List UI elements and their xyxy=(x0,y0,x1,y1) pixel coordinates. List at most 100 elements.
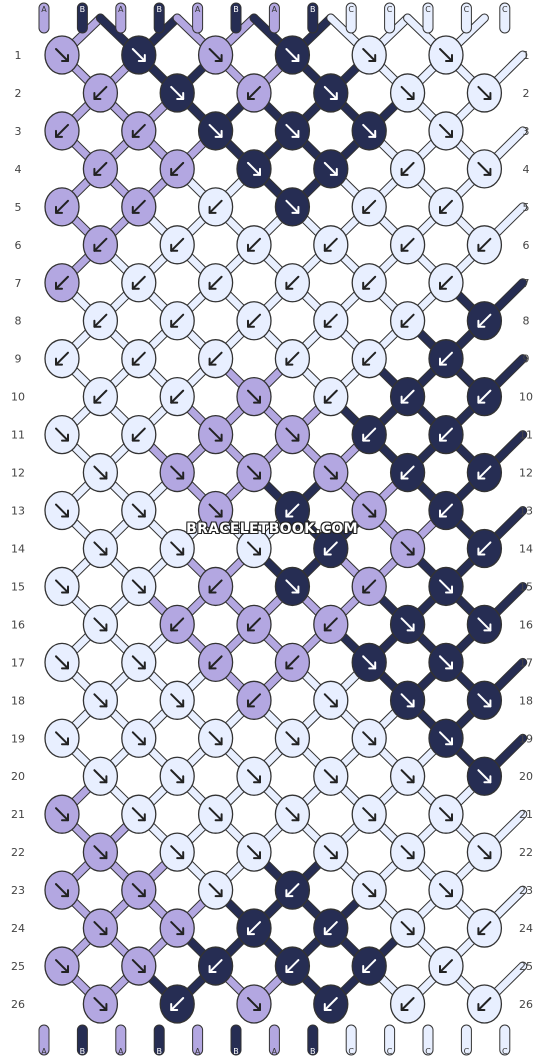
arrow-head xyxy=(291,585,300,594)
row-label-right: 4 xyxy=(523,163,530,176)
arrow-down-right-icon xyxy=(93,541,108,556)
arrow-down-right-icon xyxy=(362,883,377,898)
arrow-down-right-icon xyxy=(208,503,223,518)
arrow-head xyxy=(445,889,453,898)
knot xyxy=(274,946,311,986)
knot xyxy=(389,73,426,113)
row-label-right: 25 xyxy=(519,960,533,973)
arrow-head xyxy=(445,54,453,62)
knot xyxy=(197,111,234,151)
row-label-right: 26 xyxy=(519,998,533,1011)
knot xyxy=(197,339,234,379)
arrow-head xyxy=(483,91,492,100)
arrow-down-left-icon xyxy=(55,123,69,138)
row-label-right: 15 xyxy=(519,580,533,593)
knot xyxy=(466,73,503,113)
arrow-head xyxy=(137,585,146,594)
knot xyxy=(121,642,157,683)
arrow-down-right-icon xyxy=(131,48,146,62)
knot xyxy=(351,566,387,607)
knot xyxy=(313,680,349,720)
arrow-head xyxy=(93,243,102,252)
knot xyxy=(389,225,426,265)
knot xyxy=(159,301,195,341)
arrow-down-left-icon xyxy=(247,921,261,936)
arrow-down-right-icon xyxy=(208,883,223,898)
arrow-head xyxy=(285,281,294,290)
arrow-head xyxy=(406,851,415,860)
knot xyxy=(428,187,464,227)
arrow-head xyxy=(445,813,453,822)
bottom-string-label: C xyxy=(502,1047,508,1056)
arrow-down-left-icon xyxy=(170,161,185,176)
knot xyxy=(351,946,387,986)
arrow-down-right-icon xyxy=(93,465,108,480)
row-label-right: 1 xyxy=(523,49,530,62)
arrow-head xyxy=(445,661,453,670)
arrow-head xyxy=(61,889,69,898)
arrow-head xyxy=(170,243,179,252)
arrow-head xyxy=(400,243,409,252)
arrow-down-right-icon xyxy=(285,199,300,214)
bottom-string-label: B xyxy=(310,1047,316,1056)
arrow-down-right-icon xyxy=(477,769,492,784)
knot xyxy=(82,908,119,948)
arrow-head xyxy=(291,737,300,746)
row-label-left: 4 xyxy=(15,163,22,176)
knot xyxy=(121,566,157,607)
arrow-down-left-icon xyxy=(208,579,223,594)
arrow-head xyxy=(247,91,255,100)
arrow-head xyxy=(329,91,338,100)
knot xyxy=(44,187,80,227)
knot xyxy=(466,832,503,872)
row-label-left: 14 xyxy=(11,542,25,555)
arrow-head xyxy=(362,585,371,594)
row-label-right: 16 xyxy=(519,618,533,631)
arrow-head xyxy=(99,547,108,556)
arrow-down-right-icon xyxy=(208,123,223,138)
arrow-head xyxy=(214,129,223,138)
knot xyxy=(389,376,426,417)
arrow-head xyxy=(323,319,332,328)
knot xyxy=(159,908,195,948)
arrow-down-right-icon xyxy=(93,769,108,784)
arrow-down-right-icon xyxy=(285,731,300,746)
arrow-down-right-icon xyxy=(247,389,261,404)
arrow-head xyxy=(253,167,261,176)
arrow-down-right-icon xyxy=(208,807,223,822)
knot xyxy=(389,756,426,796)
top-string-label: C xyxy=(502,5,508,14)
arrow-down-right-icon xyxy=(55,427,69,442)
arrow-down-right-icon xyxy=(477,85,492,100)
bottom-string-label: C xyxy=(464,1047,470,1056)
arrow-down-left-icon xyxy=(170,997,185,1011)
knot xyxy=(313,73,349,113)
row-label-right: 8 xyxy=(523,315,530,328)
knot xyxy=(159,225,195,265)
arrow-head xyxy=(176,927,185,936)
knot xyxy=(466,376,503,417)
top-string-label: B xyxy=(310,5,316,14)
knot xyxy=(197,946,234,986)
arrow-down-left-icon xyxy=(131,351,146,366)
arrow-down-right-icon xyxy=(477,693,492,708)
arrow-head xyxy=(131,433,140,442)
knot xyxy=(197,718,234,758)
knot xyxy=(274,718,311,758)
arrow-head xyxy=(406,699,415,708)
arrow-down-right-icon xyxy=(285,579,300,594)
arrow-head xyxy=(400,395,409,404)
knot xyxy=(351,339,387,379)
arrow-down-left-icon xyxy=(400,161,415,176)
arrow-down-right-icon xyxy=(285,427,300,442)
row-label-left: 10 xyxy=(11,391,25,404)
knot xyxy=(428,794,464,834)
knot xyxy=(466,301,503,341)
arrow-down-right-icon xyxy=(439,655,453,670)
arrow-down-left-icon xyxy=(323,921,338,936)
arrow-head xyxy=(93,167,102,176)
knot xyxy=(313,756,349,796)
arrow-head xyxy=(99,927,108,936)
row-label-left: 3 xyxy=(15,125,22,138)
arrow-down-right-icon xyxy=(208,731,223,746)
